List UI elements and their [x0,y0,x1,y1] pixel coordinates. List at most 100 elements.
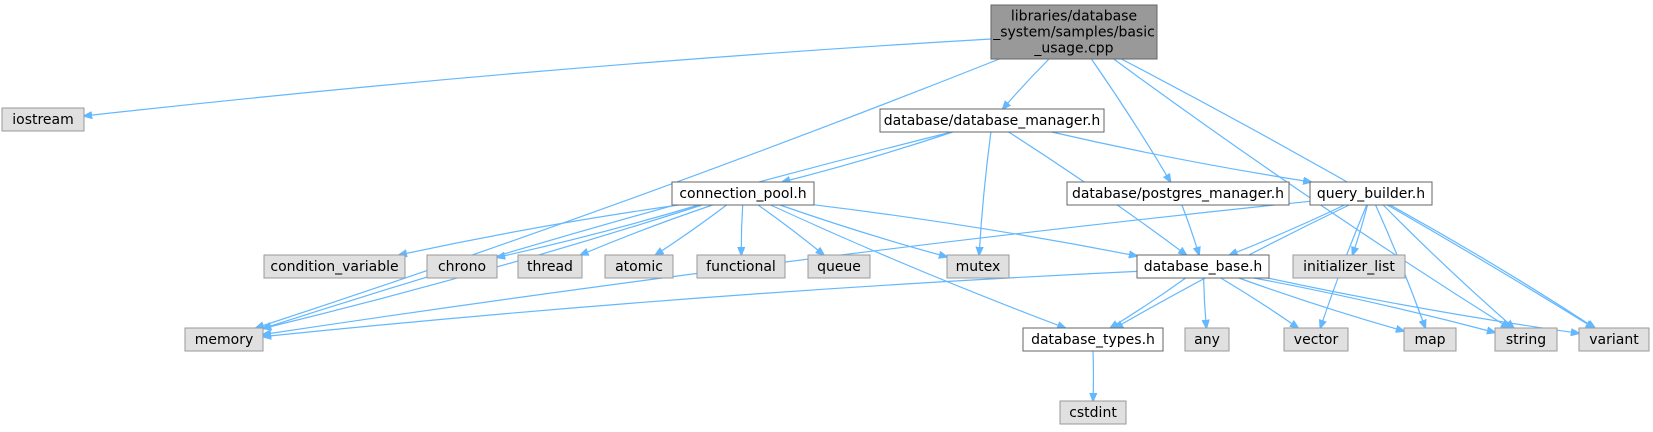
node-box-variant [1578,327,1650,352]
edge-database_base-to-database_types [1110,277,1187,328]
edge-connection_pool-to-thread [580,204,713,255]
node-label-root: _system/samples/basic [992,25,1155,41]
node-box-iostream [1,107,85,132]
node-mutex: mutex [946,254,1010,279]
node-database-manager[interactable]: database/database_manager.h [879,108,1105,133]
node-label-string: string [1506,332,1546,348]
node-box-queue [807,254,871,279]
node-connection-pool[interactable]: connection_pool.h [671,181,815,206]
edge-query_builder-to-variant [1389,204,1595,328]
edge-database_base-to-variant [1267,277,1579,333]
node-box-cstdint [1059,400,1127,425]
edge-connection_pool-to-functional [741,204,742,255]
node-label-database-types: database_types.h [1031,332,1155,348]
node-label-database-manager: database/database_manager.h [884,113,1101,129]
node-label-memory: memory [195,332,254,348]
node-label-condition-variable: condition_variable [270,259,398,275]
edge-connection_pool-to-database_base [813,204,1137,256]
node-variant: variant [1578,327,1650,352]
edge-root-to-postgres_manager [1090,58,1170,182]
node-initializer-list: initializer_list [1292,254,1406,279]
node-label-initializer-list: initializer_list [1303,259,1395,275]
node-box-database-manager [879,108,1105,133]
node-label-mutex: mutex [956,259,1001,275]
edge-root-to-string [1113,58,1509,328]
node-label-thread: thread [527,259,573,275]
edge-query_builder-to-string [1382,204,1514,328]
node-vector: vector [1283,327,1349,352]
edge-database_manager-to-memory [263,131,952,328]
node-label-chrono: chrono [438,259,486,275]
node-label-iostream: iostream [12,112,74,128]
node-queue: queue [807,254,871,279]
node-label-cstdint: cstdint [1069,405,1117,421]
node-map: map [1403,327,1457,352]
node-box-database-types [1022,327,1164,352]
node-layer: libraries/database_system/samples/basic_… [1,4,1650,425]
node-box-connection-pool [671,181,815,206]
node-box-initializer-list [1292,254,1406,279]
node-label-query-builder: query_builder.h [1317,186,1425,202]
edge-query_builder-to-database_base [1230,204,1345,255]
node-box-root [990,4,1158,60]
node-string: string [1494,327,1558,352]
edge-connection_pool-to-condition_variable [399,204,679,255]
node-thread: thread [517,254,583,279]
node-memory: memory [184,327,264,352]
node-box-query-builder [1309,181,1433,206]
node-box-vector [1283,327,1349,352]
node-box-thread [517,254,583,279]
node-box-database-base [1136,254,1270,279]
node-database-types[interactable]: database_types.h [1022,327,1164,352]
node-label-root: libraries/database [1011,9,1137,25]
node-box-postgres-manager [1066,181,1290,206]
node-label-atomic: atomic [615,259,663,275]
node-iostream: iostream [1,107,85,132]
node-condition-variable: condition_variable [263,254,406,279]
node-label-any: any [1194,332,1220,348]
edge-query_builder-to-initializer_list [1353,204,1369,255]
edge-postgres_manager-to-database_base [1181,204,1199,255]
edge-database_base-to-vector [1220,277,1298,328]
edge-database_manager-to-query_builder [1051,131,1312,182]
node-root[interactable]: libraries/database_system/samples/basic_… [990,4,1158,60]
edge-root-to-iostream [84,38,992,116]
node-box-map [1403,327,1457,352]
edge-connection_pool-to-chrono [497,204,699,257]
node-box-string [1494,327,1558,352]
node-label-queue: queue [817,259,861,275]
node-database-base[interactable]: database_base.h [1136,254,1270,279]
edge-connection_pool-to-atomic [655,204,727,255]
edge-query_builder-to-memory [263,200,1311,334]
edge-layer [84,38,1595,401]
edge-root-to-memory [256,58,1000,328]
node-box-atomic [604,254,674,279]
node-label-map: map [1414,332,1445,348]
node-postgres-manager[interactable]: database/postgres_manager.h [1066,181,1290,206]
edge-database_manager-to-connection_pool [782,131,953,182]
edge-connection_pool-to-mutex [779,204,947,257]
node-box-any [1184,327,1230,352]
node-label-root: _usage.cpp [1033,41,1113,57]
edge-connection_pool-to-queue [757,204,824,255]
node-box-functional [696,254,786,279]
edge-database_base-to-string [1253,277,1495,333]
edge-database_base-to-map [1238,277,1404,331]
node-chrono: chrono [426,254,498,279]
edge-connection_pool-to-database_types [770,204,1066,328]
node-label-variant: variant [1589,332,1639,348]
node-box-mutex [946,254,1010,279]
node-label-database-base: database_base.h [1144,259,1263,275]
node-query-builder[interactable]: query_builder.h [1309,181,1433,206]
edge-database_base-to-any [1204,277,1207,328]
node-label-connection-pool: connection_pool.h [679,186,806,202]
edge-root-to-database_manager [1003,58,1050,109]
node-any: any [1184,327,1230,352]
node-label-vector: vector [1294,332,1339,348]
node-box-memory [184,327,264,352]
node-box-chrono [426,254,498,279]
edge-database_manager-to-mutex [979,131,992,255]
node-atomic: atomic [604,254,674,279]
node-cstdint: cstdint [1059,400,1127,425]
